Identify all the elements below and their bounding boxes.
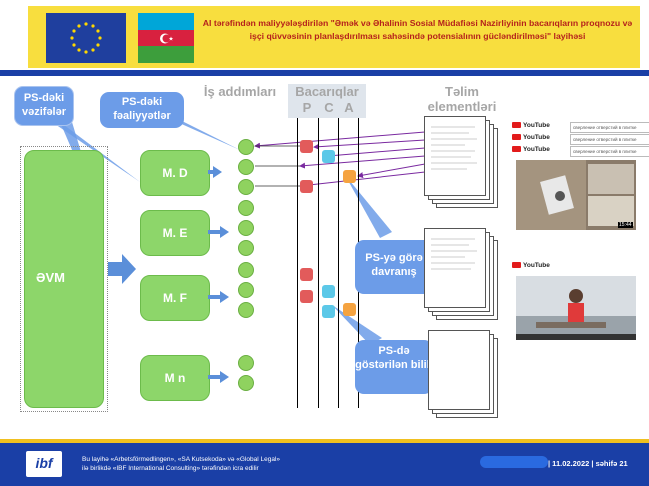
heading-P: P (302, 100, 312, 115)
bubble-ps-vezifeler: PS-dəki vəzifələr (14, 86, 74, 126)
search-field: сверление отверстий в плитке (570, 146, 649, 157)
skill-c (322, 150, 335, 163)
step-circle (238, 159, 254, 175)
eu-flag-icon (46, 13, 126, 63)
training-doc-stack-1 (424, 116, 486, 196)
video-thumbnail-1 (516, 160, 636, 230)
step-circle (238, 302, 254, 318)
step-circle (238, 355, 254, 371)
youtube-logo-icon: YouTube (512, 122, 550, 129)
step-circle (238, 240, 254, 256)
module-me: M. E (140, 210, 210, 256)
skill-c (322, 305, 335, 318)
pointer-bilik (332, 305, 382, 345)
skill-p (300, 268, 313, 281)
arrow-md-icon (213, 166, 222, 178)
step-circle (238, 220, 254, 236)
bubble-ps-bilik: PS-də göstərilən bilik (355, 340, 433, 394)
azerbaijan-flag-icon (138, 13, 194, 63)
pointer-davranis (345, 175, 392, 238)
bubble-ps-feal: PS-dəki fəaliyyətlər (100, 92, 184, 128)
evm-box (24, 150, 104, 408)
arrow-mn-icon (220, 371, 229, 383)
skill-a (343, 303, 356, 316)
step-circle (238, 375, 254, 391)
training-doc-stack-3 (428, 330, 490, 410)
evm-arrow-icon (108, 254, 136, 289)
arrow-mf-icon (220, 291, 229, 303)
line-P (297, 118, 298, 408)
header-title: AI tərəfindən maliyyələşdirilən "Əmək və… (202, 18, 633, 41)
footer-text: Bu layihə «Arbetsförmedlingen», «SA Kuts… (82, 455, 412, 473)
bacariqlar-header-bg (288, 84, 366, 118)
heading-A: A (344, 100, 354, 115)
line-A (338, 118, 339, 408)
video-duration: 15:44 (618, 222, 633, 228)
header-banner (28, 6, 640, 68)
heading-bacariqlar: Bacarıqlar (295, 84, 359, 99)
ibf-logo: ibf (26, 451, 62, 477)
evm-label: ƏVM (36, 270, 65, 285)
search-field: сверление отверстий в плитке (570, 134, 649, 145)
step-circle (238, 200, 254, 216)
step-circle (238, 282, 254, 298)
evm-selection (20, 146, 108, 412)
step-circle (238, 179, 254, 195)
skill-p (300, 180, 313, 193)
heading-C: C (324, 100, 334, 115)
skill-p (300, 140, 313, 153)
bubble-ps-davranis: PS-yə görə davranış (355, 240, 433, 294)
youtube-logo-icon: YouTube (512, 134, 550, 141)
module-mf: M. F (140, 275, 210, 321)
header-divider (0, 70, 649, 76)
skill-c (322, 285, 335, 298)
step-circle (238, 262, 254, 278)
youtube-logo-icon: YouTube (512, 146, 550, 153)
skill-a (343, 170, 356, 183)
step-circle (238, 139, 254, 155)
heading-telim: Təlim elementləri (427, 84, 497, 114)
footer-line-2: ilə birlikdə «IBF International Consulti… (82, 465, 259, 472)
youtube-logo-icon: YouTube (512, 262, 550, 269)
module-mn: M n (140, 355, 210, 401)
arrow-me-icon (220, 226, 229, 238)
line-C (318, 118, 319, 408)
video-thumbnail-2 (516, 276, 636, 340)
footer-line-1: Bu layihə «Arbetsförmedlingen», «SA Kuts… (82, 456, 281, 463)
training-doc-stack-2 (424, 228, 486, 308)
module-md: M. D (140, 150, 210, 196)
footer-redaction (480, 456, 548, 468)
page-info: | 11.02.2022 | səhifə 21 (548, 459, 628, 468)
footer-accent (0, 439, 649, 443)
heading-is-addimlari: İş addımları (203, 84, 277, 99)
search-field: сверление отверстий в плитке (570, 122, 649, 133)
skill-p (300, 290, 313, 303)
